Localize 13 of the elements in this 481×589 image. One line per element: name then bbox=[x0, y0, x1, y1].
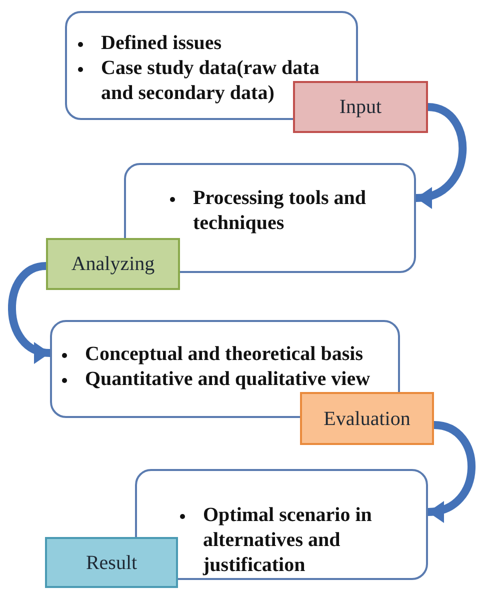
bullet-text: Quantitative and qualitative view bbox=[85, 367, 372, 392]
bullet-text: Defined issues bbox=[101, 31, 223, 56]
stage-label: Analyzing bbox=[46, 238, 180, 290]
bullet-text: Processing tools and techniques bbox=[193, 186, 367, 236]
content-box bbox=[135, 469, 428, 580]
stage-label: Input bbox=[293, 81, 428, 133]
curved-arrow bbox=[415, 103, 466, 207]
curved-arrow bbox=[427, 421, 476, 521]
curved-arrow bbox=[8, 262, 51, 362]
bullet-text: Optimal scenario in alternatives and justification bbox=[203, 503, 373, 578]
stage-label: Evaluation bbox=[300, 392, 434, 445]
bullet-text: Conceptual and theoretical basis bbox=[85, 342, 364, 367]
stage-label: Result bbox=[45, 537, 178, 588]
